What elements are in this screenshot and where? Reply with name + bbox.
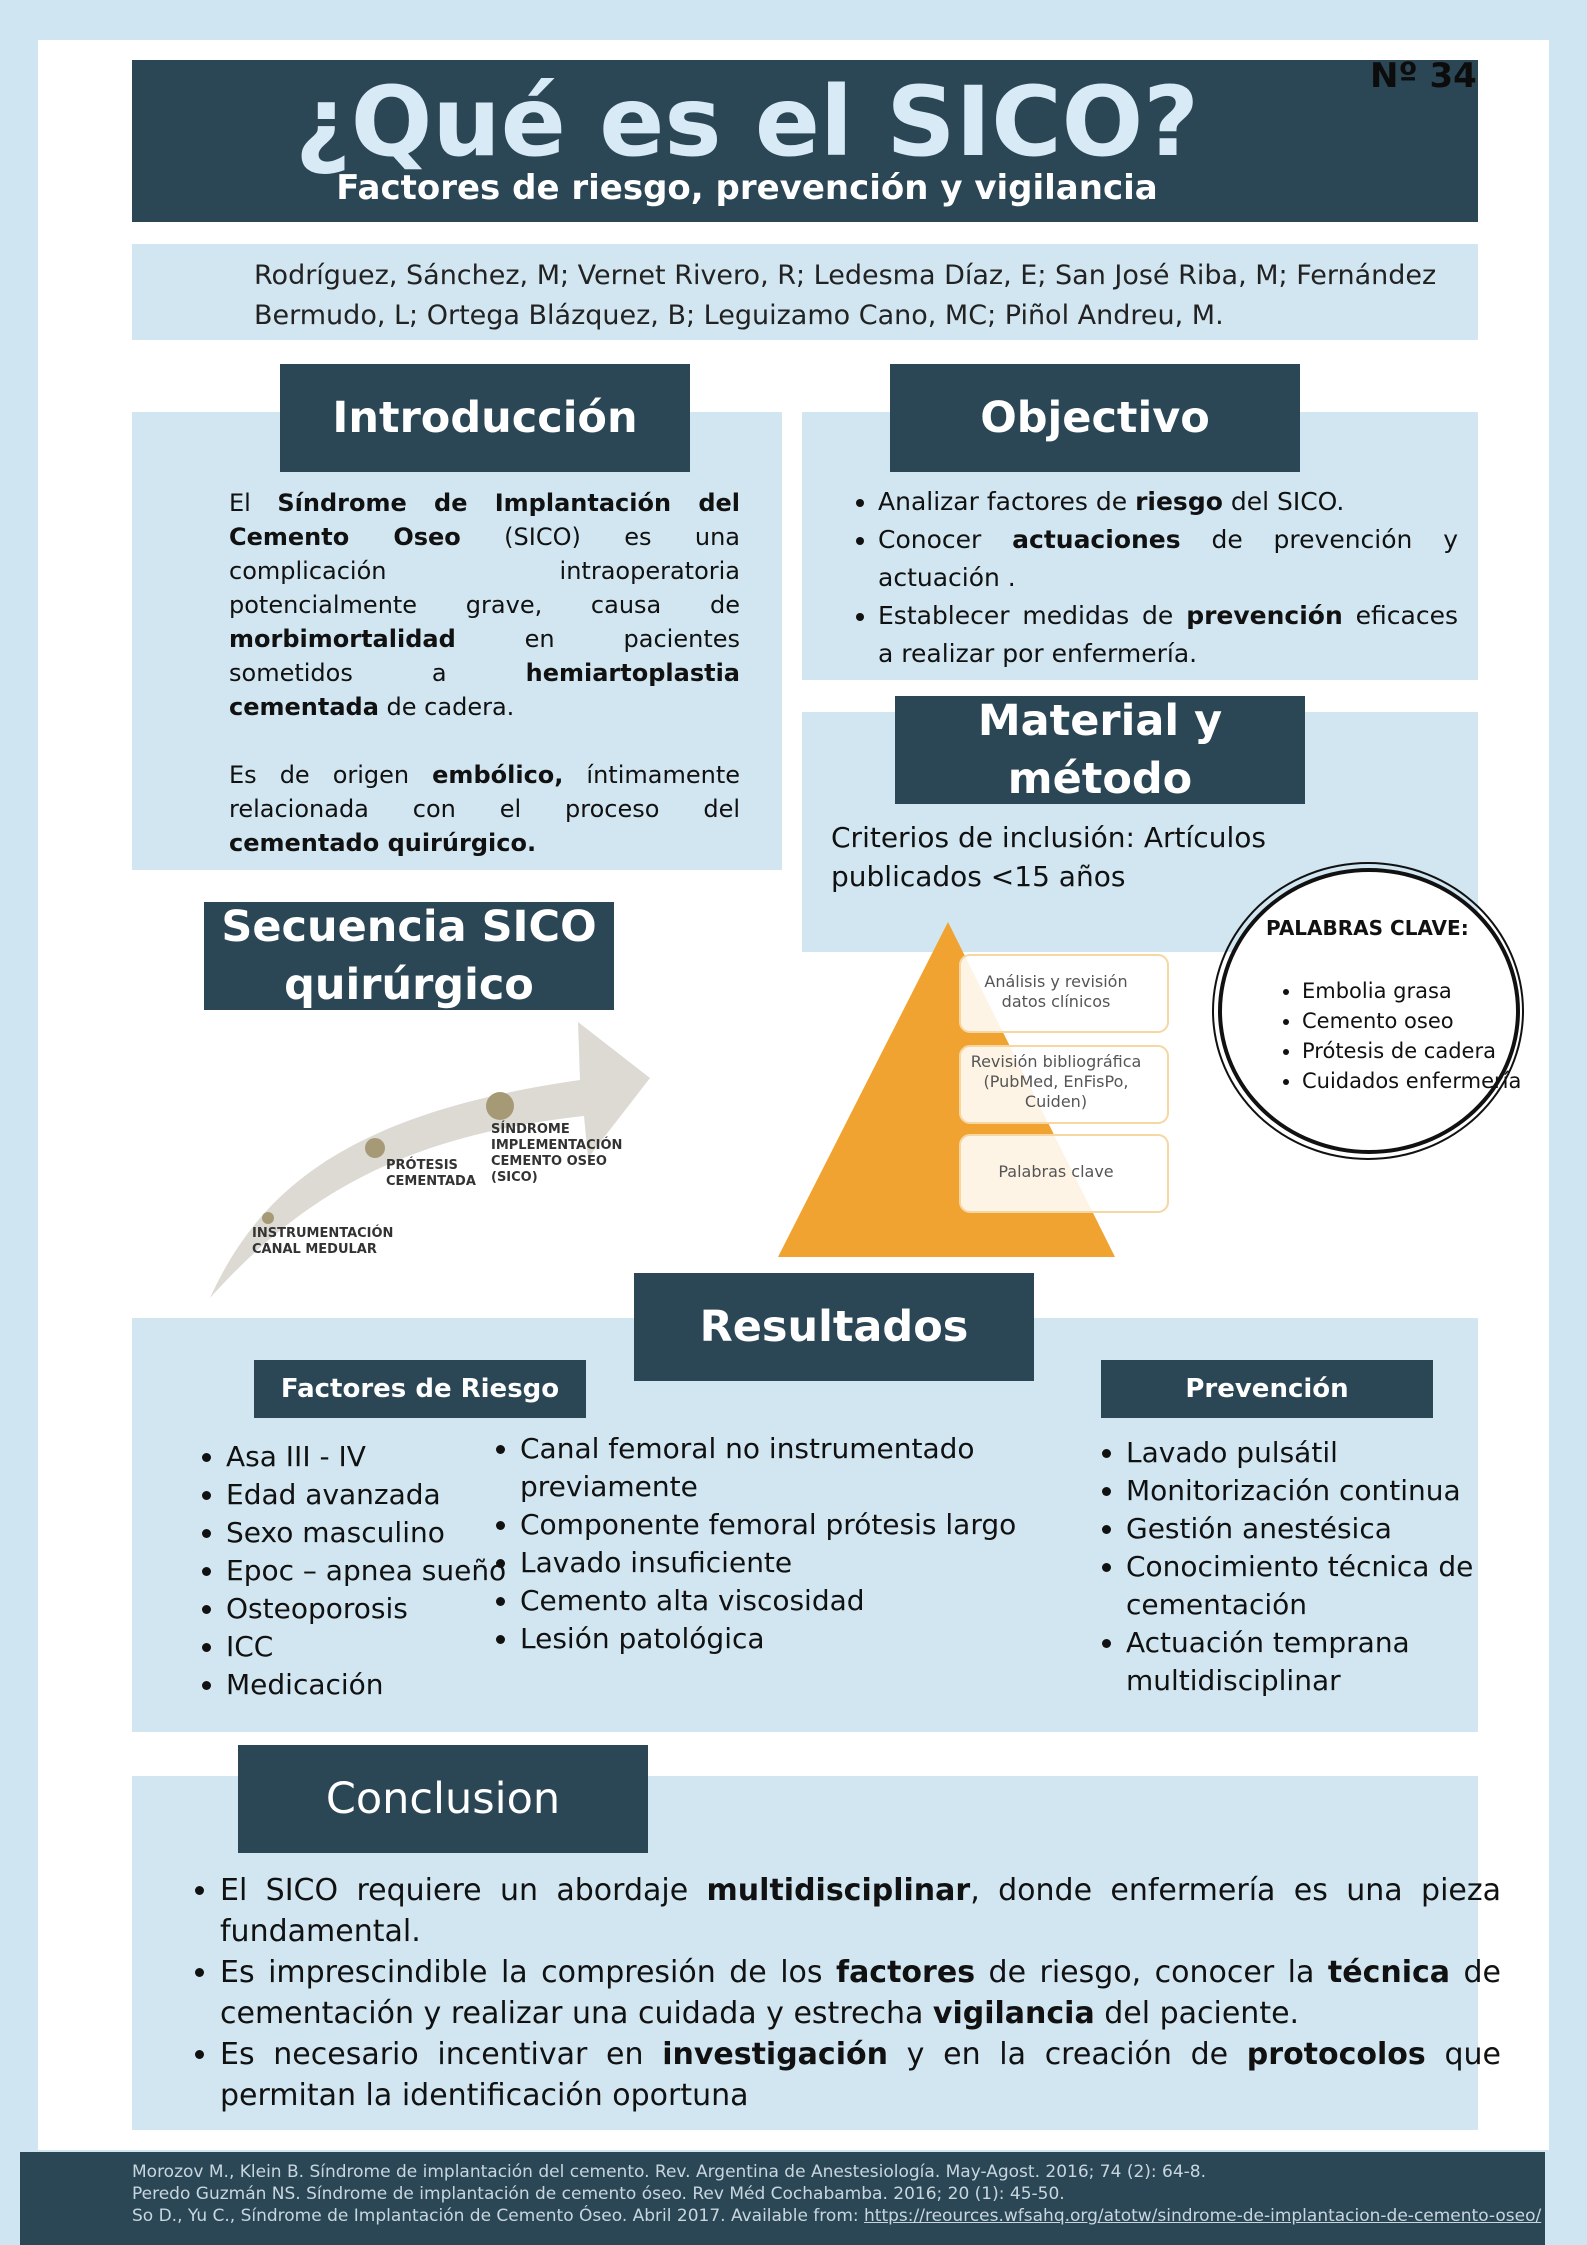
poster-subtitle: Factores de riesgo, prevención y vigilan… — [336, 168, 1158, 208]
risk-factor-item: Asa III - IV — [226, 1438, 536, 1476]
pyramid-step-box — [959, 954, 1169, 1033]
pyramid-step-3: Palabras clave — [998, 1162, 1114, 1181]
risk-factor-item: Epoc – apnea sueño — [226, 1552, 536, 1590]
objective-list: Analizar factores de riesgo del SICO. Co… — [848, 483, 1458, 673]
conclusion-item: El SICO requiere un abordaje multidiscip… — [220, 1870, 1501, 1952]
keywords-list: Embolia grasa Cemento oseo Prótesis de c… — [1272, 976, 1542, 1096]
conclusion-item: Es imprescindible la compresión de los f… — [220, 1952, 1501, 2034]
sequence-dot-2 — [365, 1138, 385, 1158]
risk-factors-list-1: Asa III - IV Edad avanzada Sexo masculin… — [196, 1438, 536, 1704]
conclusion-list: El SICO requiere un abordaje multidiscip… — [190, 1870, 1501, 2116]
risk-factors-list-2: Canal femoral no instrumentado previamen… — [490, 1430, 1040, 1658]
prevention-item: Lavado pulsátil — [1126, 1434, 1496, 1472]
objective-item: Conocer actuaciones de prevención y actu… — [878, 521, 1458, 597]
sequence-heading: Secuencia SICO quirúrgico — [204, 902, 614, 1010]
risk-factor-item: Osteoporosis — [226, 1590, 536, 1628]
pyramid-step-2: Revisión bibliográfica (PubMed, EnFisPo,… — [970, 1052, 1142, 1111]
reference-item: Peredo Guzmán NS. Síndrome de implantaci… — [132, 2184, 1065, 2204]
risk-factor-item: Cemento alta viscosidad — [520, 1582, 1040, 1620]
intro-heading: Introducción — [280, 364, 690, 472]
keywords-circle — [1218, 868, 1520, 1154]
sequence-arrow-shape — [210, 1022, 650, 1298]
method-pyramid-diagram — [778, 922, 1169, 1257]
prevention-item: Actuación temprana multidisciplinar — [1126, 1624, 1496, 1700]
objective-item: Establecer medidas de prevención eficace… — [878, 597, 1458, 673]
references-footer: Morozov M., Klein B. Síndrome de implant… — [20, 2152, 1545, 2245]
method-heading: Material y método — [895, 696, 1305, 804]
prevention-item: Monitorización continua — [1126, 1472, 1496, 1510]
sequence-step-2: PRÓTESIS CEMENTADA — [386, 1158, 476, 1189]
risk-factor-item: Edad avanzada — [226, 1476, 536, 1514]
keyword-item: Cemento oseo — [1302, 1006, 1542, 1036]
sequence-dot-3 — [486, 1092, 514, 1120]
intro-panel — [132, 412, 782, 870]
prevention-item: Gestión anestésica — [1126, 1510, 1496, 1548]
risk-factor-item: Sexo masculino — [226, 1514, 536, 1552]
reference-item: Morozov M., Klein B. Síndrome de implant… — [132, 2162, 1207, 2182]
risk-factor-item: Medicación — [226, 1666, 536, 1704]
objective-item: Analizar factores de riesgo del SICO. — [878, 483, 1458, 521]
reference-link[interactable]: https://reources.wfsahq.org/atotw/sindro… — [864, 2206, 1542, 2226]
prevention-heading: Prevención — [1101, 1360, 1433, 1418]
conclusion-heading: Conclusion — [238, 1745, 648, 1853]
risk-factor-item: Lesión patológica — [520, 1620, 1040, 1658]
sequence-dot-1 — [262, 1212, 274, 1224]
risk-factors-heading: Factores de Riesgo — [254, 1360, 586, 1418]
authors-box: Rodríguez, Sánchez, M; Vernet Rivero, R;… — [132, 244, 1478, 340]
reference-item: So D., Yu C., Síndrome de Implantación d… — [132, 2206, 1542, 2226]
authors-text: Rodríguez, Sánchez, M; Vernet Rivero, R;… — [254, 260, 1437, 331]
risk-factor-item: Componente femoral prótesis largo — [520, 1506, 1040, 1544]
intro-paragraph-2: Es de origen embólico, íntimamente relac… — [229, 761, 740, 857]
keywords-title: PALABRAS CLAVE: — [1266, 916, 1469, 940]
prevention-list: Lavado pulsátil Monitorización continua … — [1096, 1434, 1496, 1700]
keyword-item: Prótesis de cadera — [1302, 1036, 1542, 1066]
keyword-item: Cuidados enfermería — [1302, 1066, 1542, 1096]
risk-factor-item: ICC — [226, 1628, 536, 1666]
results-heading: Resultados — [634, 1273, 1034, 1381]
sequence-arrow-diagram — [210, 1022, 650, 1298]
poster-title: ¿Qué es el SICO? — [295, 66, 1199, 178]
keywords-circle-outline — [1212, 862, 1524, 1160]
intro-paragraph-1: El Síndrome de Implantación del Cemento … — [229, 489, 740, 721]
keyword-item: Embolia grasa — [1302, 976, 1542, 1006]
pyramid-step-box — [959, 1134, 1169, 1213]
risk-factor-item: Canal femoral no instrumentado previamen… — [520, 1430, 1040, 1506]
title-banner: ¿Qué es el SICO? Factores de riesgo, pre… — [132, 60, 1478, 222]
conclusion-item: Es necesario incentivar en investigación… — [220, 2034, 1501, 2116]
poster-number: Nº 34 — [1370, 56, 1477, 96]
pyramid-step-1: Análisis y revisión datos clínicos — [984, 972, 1128, 1011]
intro-body: El Síndrome de Implantación del Cemento … — [229, 486, 740, 860]
pyramid-step-box — [959, 1045, 1169, 1124]
objective-heading: Objectivo — [890, 364, 1300, 472]
sequence-step-3: SÍNDROME IMPLEMENTACIÓN CEMENTO OSEO (SI… — [491, 1122, 623, 1185]
risk-factor-item: Lavado insuficiente — [520, 1544, 1040, 1582]
method-criteria: Criterios de inclusión: Artículos public… — [831, 821, 1266, 893]
references-list: Morozov M., Klein B. Síndrome de implant… — [132, 2161, 1541, 2227]
sequence-step-1: INSTRUMENTACIÓN CANAL MEDULAR — [252, 1226, 394, 1257]
prevention-item: Conocimiento técnica de cementación — [1126, 1548, 1496, 1624]
